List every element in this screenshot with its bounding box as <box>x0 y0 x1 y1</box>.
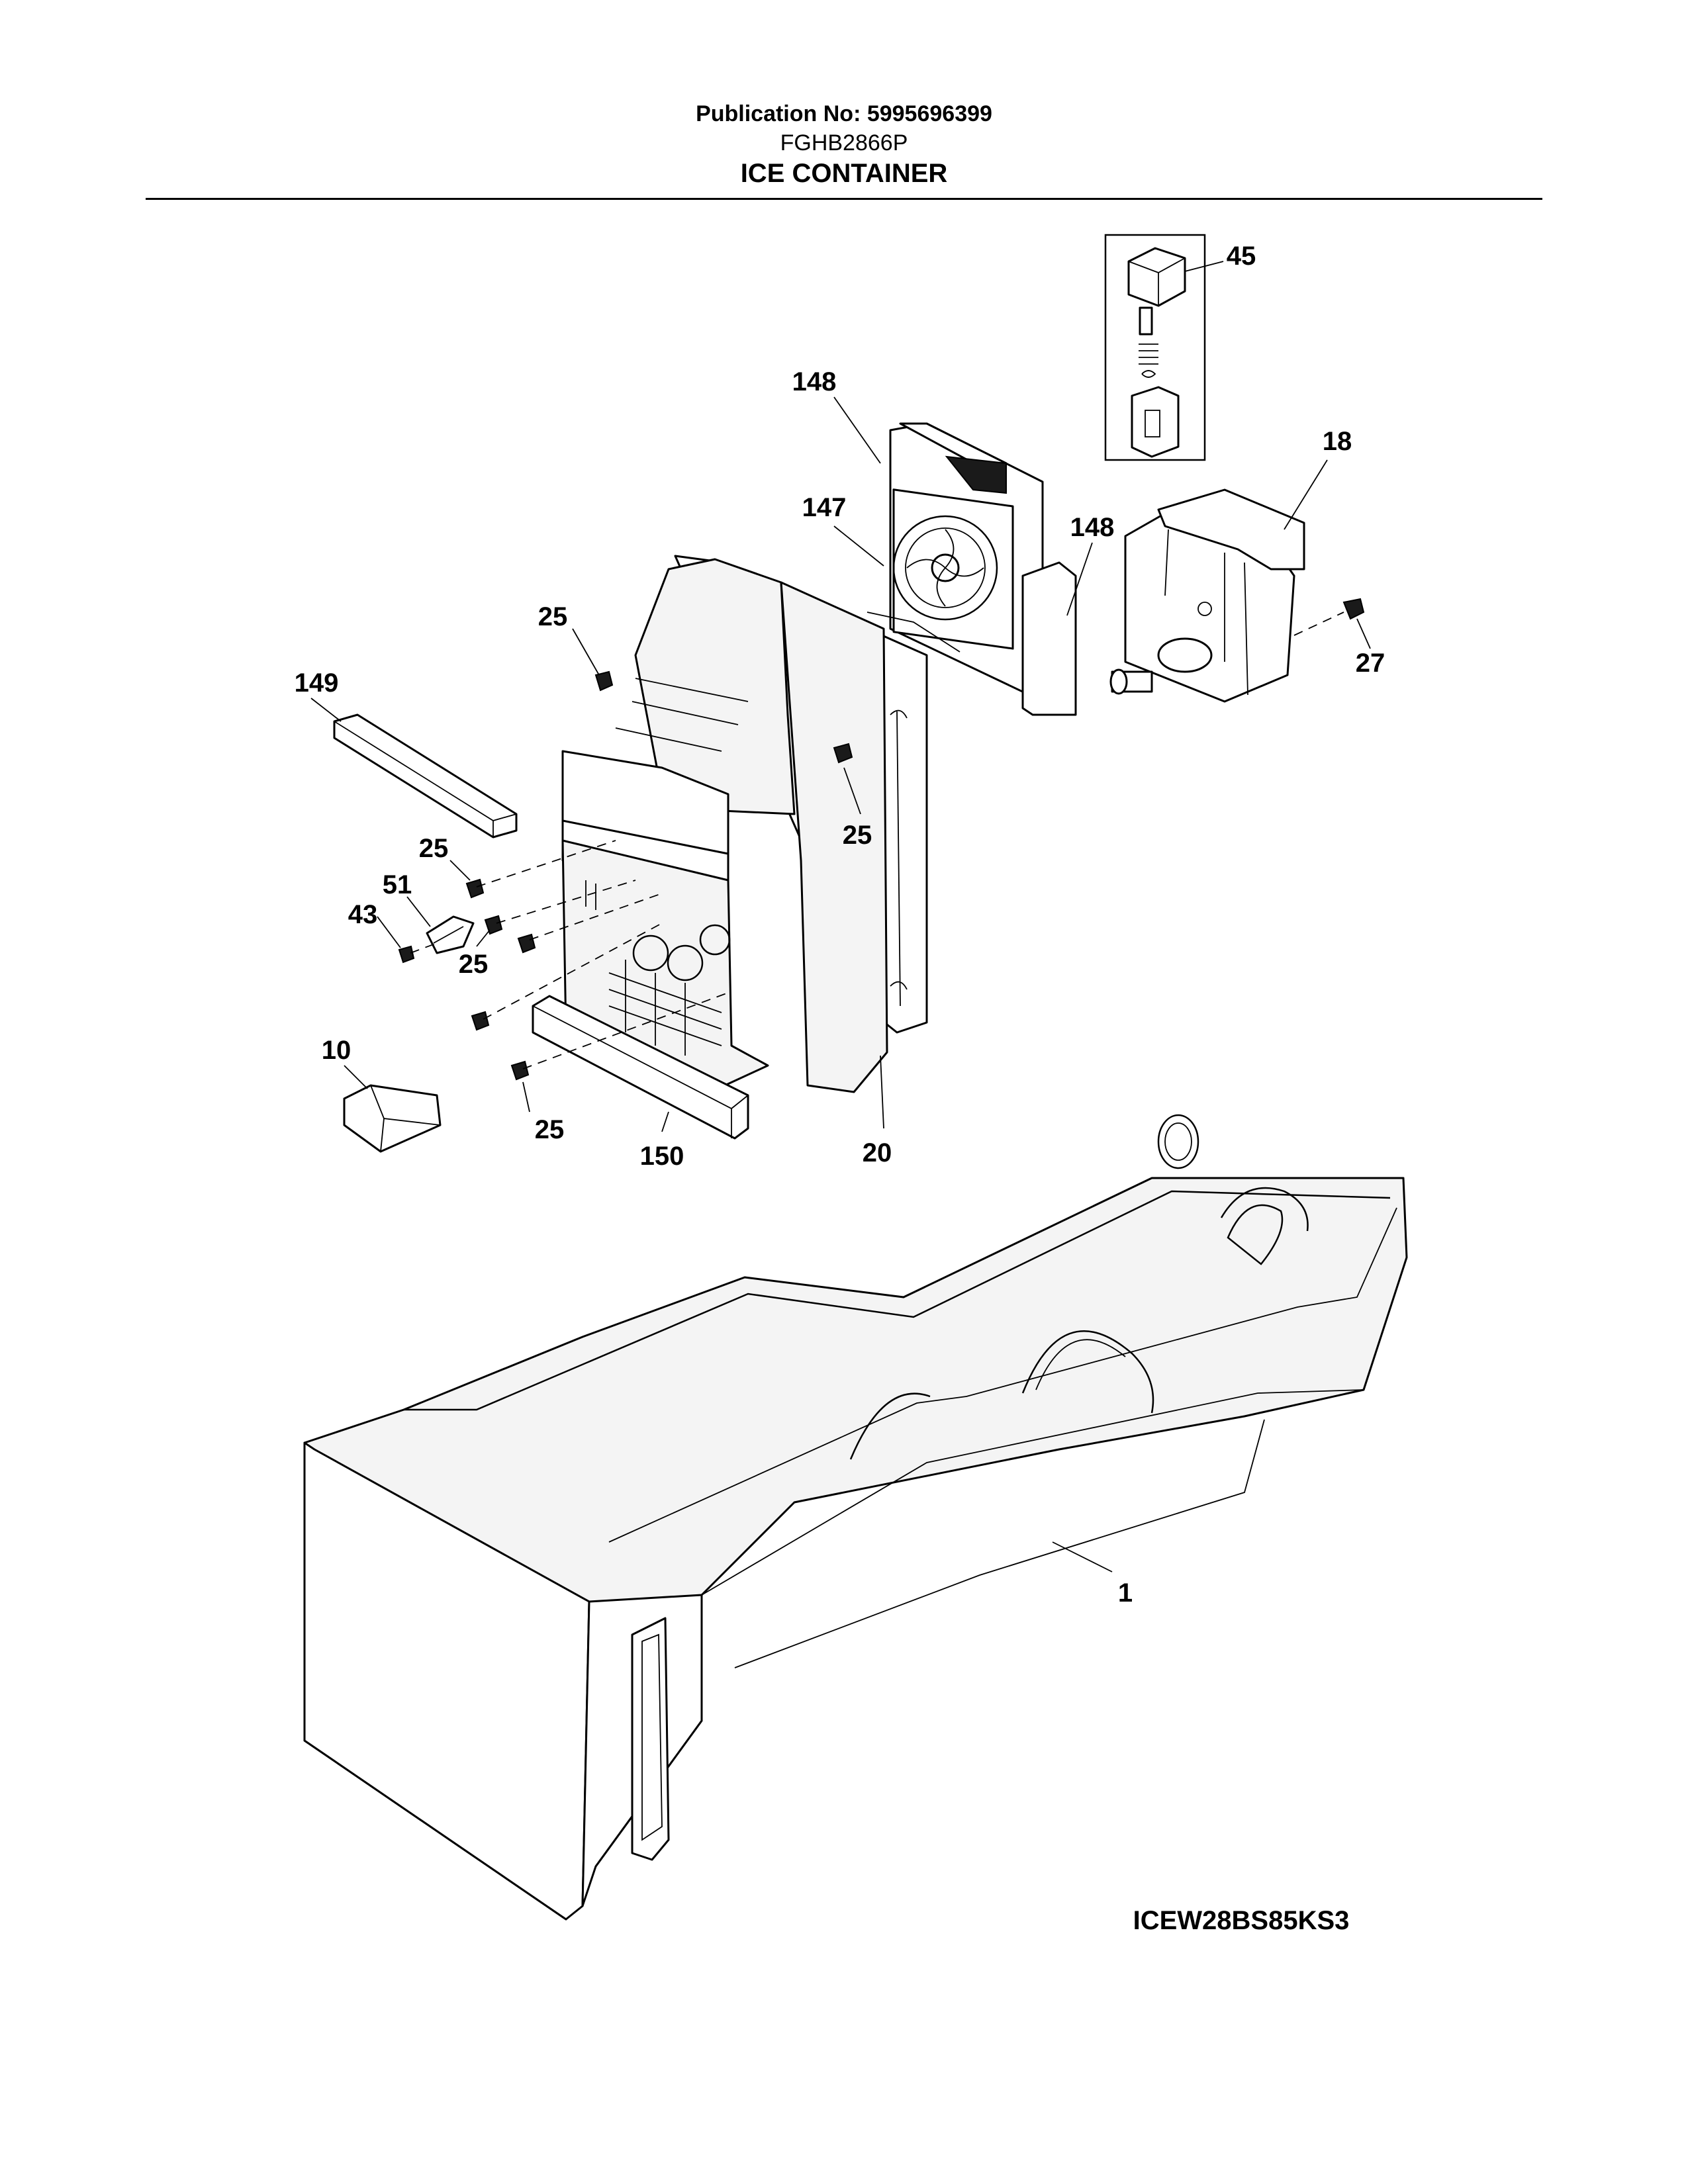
publication-number: Publication No: 5995696399 <box>696 101 992 126</box>
part-148-shroud <box>833 396 1093 716</box>
model-number: FGHB2866P <box>780 130 908 156</box>
part-45-inset <box>1104 234 1224 461</box>
callout-25-top: 25 <box>538 602 568 631</box>
callout-25-middle: 25 <box>459 950 489 979</box>
part-150-strip <box>532 995 749 1140</box>
page-title: ICE CONTAINER <box>740 159 948 188</box>
header-divider <box>146 198 1542 200</box>
part-18-motor <box>1109 459 1371 703</box>
part-10-cap <box>343 1065 442 1153</box>
callout-150: 150 <box>640 1142 684 1171</box>
callout-148-upper: 148 <box>792 367 837 396</box>
callout-25-bottom: 25 <box>535 1115 565 1144</box>
page-header: Publication No: 5995696399 FGHB2866P ICE… <box>0 99 1688 189</box>
callout-45: 45 <box>1227 242 1256 271</box>
callout-43: 43 <box>348 900 378 929</box>
screws-group <box>377 628 861 1113</box>
diagram-code: ICEW28BS85KS3 <box>1133 1906 1350 1935</box>
callout-27: 27 <box>1356 649 1385 678</box>
part-1-ice-container <box>303 1114 1408 1921</box>
callout-149: 149 <box>295 668 339 698</box>
callout-25-right: 25 <box>843 821 872 850</box>
callout-51: 51 <box>383 870 412 899</box>
callout-20: 20 <box>863 1138 892 1167</box>
part-149-strip <box>310 698 518 839</box>
callout-18: 18 <box>1323 427 1352 456</box>
callout-148-lower: 148 <box>1070 513 1115 542</box>
callout-1: 1 <box>1118 1578 1133 1608</box>
part-20-housing <box>561 555 928 1129</box>
callout-10: 10 <box>322 1036 352 1065</box>
callout-147: 147 <box>802 493 847 522</box>
callout-25-left: 25 <box>419 834 449 863</box>
